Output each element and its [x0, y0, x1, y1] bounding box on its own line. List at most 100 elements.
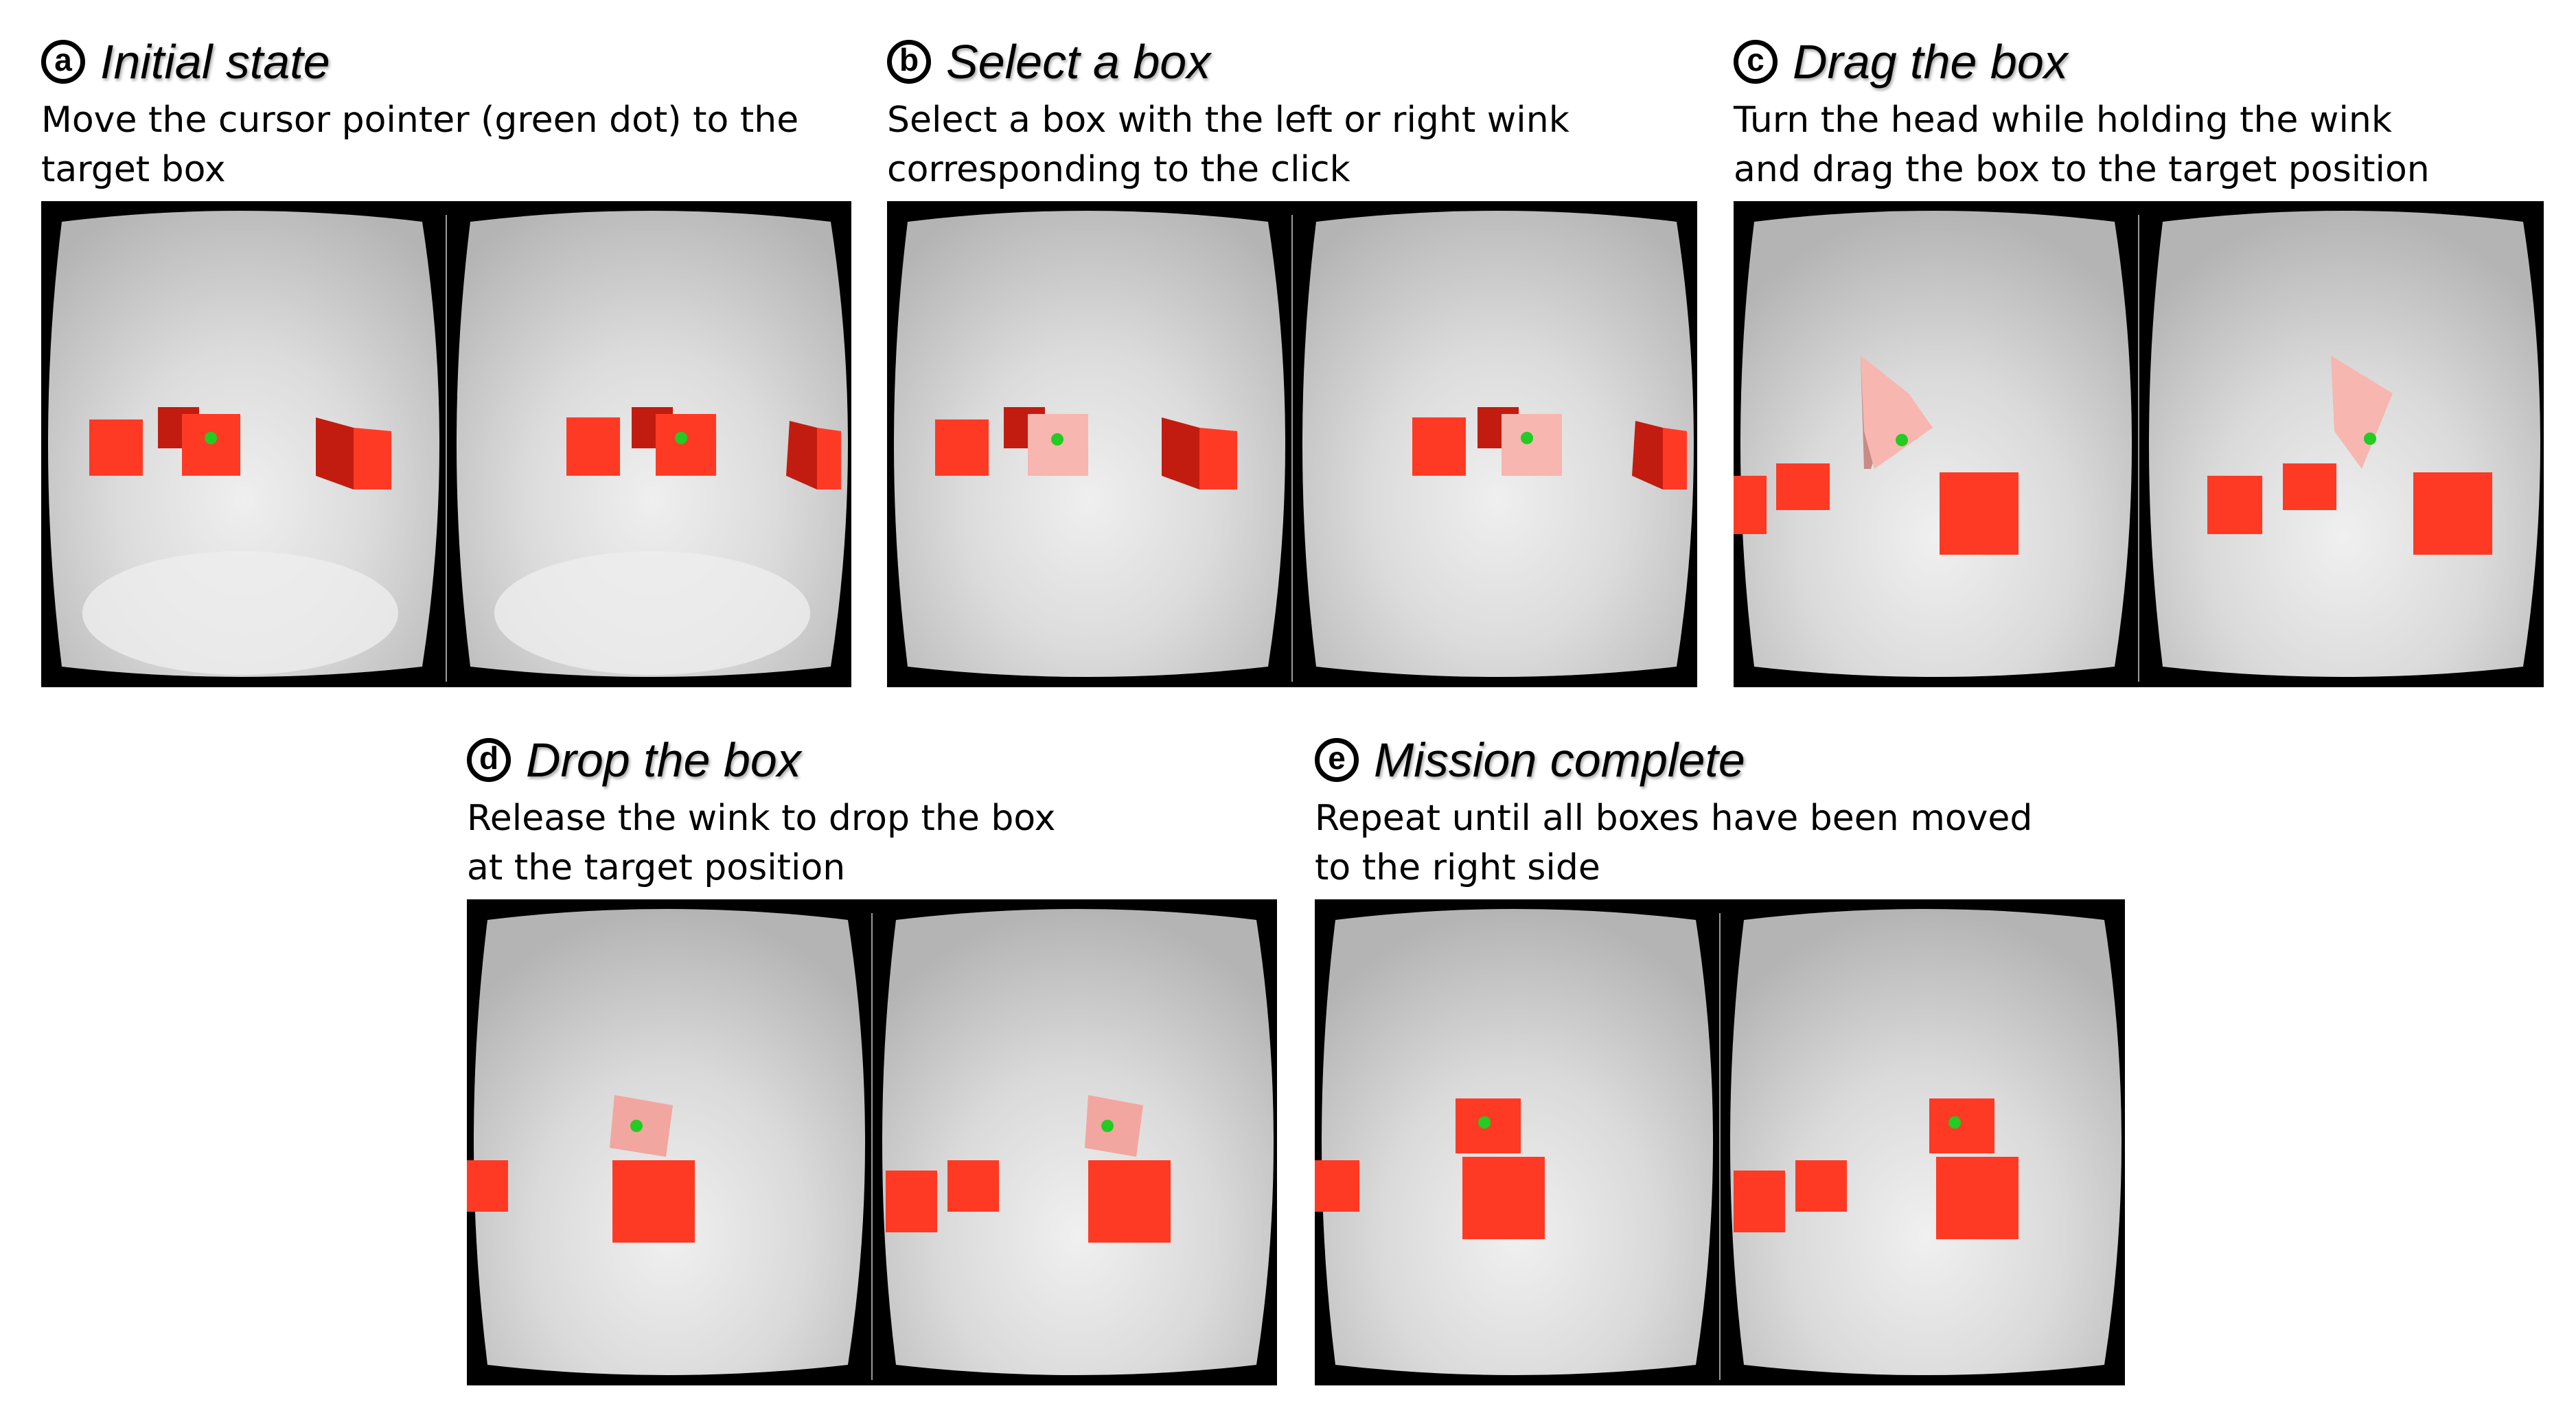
- red-box: [886, 1171, 937, 1232]
- panel-c-header: c Drag the box: [1734, 31, 2544, 93]
- left-boxes: [89, 407, 391, 489]
- red-box: [182, 414, 240, 476]
- cursor-dot: [1051, 433, 1063, 446]
- red-box: [1088, 1160, 1171, 1243]
- panel-c-stereo-scene: [1734, 211, 2540, 682]
- panel-d-description: Release the wink to drop the box at the …: [467, 794, 1277, 892]
- cursor-dot: [630, 1120, 643, 1132]
- panel-a-badge: a: [41, 40, 85, 84]
- panel-d: d Drop the box Release the wink to drop …: [467, 729, 1277, 1385]
- panel-e-title: Mission complete: [1374, 733, 1745, 787]
- panel-c-title: Drag the box: [1793, 35, 2068, 89]
- red-box: [2413, 472, 2492, 555]
- panel-d-stereo-scene: [467, 909, 1274, 1380]
- panel-a-title: Initial state: [100, 35, 330, 89]
- panel-e-description-line-2: to the right side: [1315, 847, 1600, 888]
- selected-box: [1502, 414, 1562, 476]
- red-box: [1462, 1157, 1545, 1239]
- panel-b-vr-view: [887, 201, 1697, 687]
- left-boxes: [935, 407, 1237, 489]
- right-lens: [882, 909, 1274, 1375]
- panel-a-description-line-2: target box: [41, 149, 226, 190]
- right-boxes: [1412, 407, 1687, 489]
- panel-b-header: b Select a box: [887, 31, 1697, 93]
- right-boxes: [886, 1095, 1171, 1243]
- selected-box: [1861, 356, 1933, 469]
- cursor-dot: [1478, 1116, 1491, 1129]
- panel-d-badge: d: [467, 738, 511, 782]
- red-box: [1199, 428, 1237, 489]
- panel-d-vr-view: [467, 899, 1277, 1385]
- left-boxes: [1315, 1098, 1545, 1239]
- red-box: [1795, 1160, 1847, 1212]
- panel-a-description: Move the cursor pointer (green dot) to t…: [41, 95, 851, 194]
- left-boxes: [1734, 356, 2019, 555]
- red-box: [656, 414, 716, 476]
- red-box: [786, 421, 817, 489]
- panel-a-vr-view: [41, 201, 851, 687]
- panel-d-description-line-2: at the target position: [467, 847, 846, 888]
- panel-b-badge: b: [887, 40, 931, 84]
- red-box: [1940, 472, 2019, 555]
- panel-b-description: Select a box with the left or right wink…: [887, 95, 1697, 194]
- red-box: [1734, 1171, 1785, 1232]
- left-lens: [474, 909, 865, 1375]
- panel-c-badge: c: [1734, 40, 1778, 84]
- right-boxes: [1734, 1098, 2019, 1239]
- red-box: [89, 419, 143, 476]
- left-lens: [48, 211, 439, 677]
- panel-b-stereo-scene: [894, 211, 1694, 682]
- panel-e: e Mission complete Repeat until all boxe…: [1315, 729, 2125, 1385]
- red-box: [935, 419, 989, 476]
- panel-e-stereo-scene: [1315, 909, 2121, 1380]
- cursor-dot: [1521, 432, 1533, 444]
- red-box: [1776, 463, 1830, 510]
- cursor-dot: [675, 432, 687, 444]
- panel-a-header: a Initial state: [41, 31, 851, 93]
- panel-e-description: Repeat until all boxes have been moved t…: [1315, 794, 2125, 892]
- panel-d-title: Drop the box: [526, 733, 801, 787]
- panel-d-header: d Drop the box: [467, 729, 1277, 791]
- right-lens: [1730, 909, 2121, 1375]
- panel-c: c Drag the box Turn the head while holdi…: [1734, 31, 2544, 687]
- red-box: [1663, 428, 1687, 489]
- panel-c-description: Turn the head while holding the wink and…: [1734, 95, 2544, 194]
- panel-e-description-line-1: Repeat until all boxes have been moved: [1315, 798, 2033, 839]
- panel-d-description-line-1: Release the wink to drop the box: [467, 798, 1056, 839]
- panel-c-description-line-1: Turn the head while holding the wink: [1734, 100, 2392, 141]
- selected-box: [2331, 356, 2393, 469]
- red-box: [1162, 417, 1199, 489]
- cursor-dot: [1101, 1120, 1114, 1132]
- panel-b: b Select a box Select a box with the lef…: [887, 31, 1697, 687]
- red-box: [316, 417, 354, 489]
- panel-e-vr-view: [1315, 899, 2125, 1385]
- red-box: [1632, 421, 1663, 489]
- red-box: [1412, 417, 1466, 476]
- red-box: [947, 1160, 999, 1212]
- red-box: [2207, 476, 2262, 534]
- left-lens: [1740, 211, 2132, 677]
- panel-c-description-line-2: and drag the box to the target position: [1734, 149, 2430, 190]
- red-box: [1929, 1098, 1994, 1153]
- panel-e-header: e Mission complete: [1315, 729, 2125, 791]
- red-box: [467, 1160, 508, 1212]
- red-box: [612, 1160, 695, 1243]
- panel-b-title: Select a box: [946, 35, 1211, 89]
- panel-e-badge: e: [1315, 738, 1359, 782]
- panel-a-stereo-scene: [48, 211, 848, 682]
- red-box: [817, 428, 841, 489]
- right-boxes: [2207, 356, 2492, 555]
- panel-a-description-line-1: Move the cursor pointer (green dot) to t…: [41, 100, 799, 141]
- right-boxes: [566, 407, 841, 489]
- panel-c-vr-view: [1734, 201, 2544, 687]
- red-box: [1315, 1160, 1359, 1212]
- panel-b-description-line-2: corresponding to the click: [887, 149, 1350, 190]
- panel-a: a Initial state Move the cursor pointer …: [41, 31, 851, 687]
- left-lens: [894, 211, 1285, 677]
- red-box: [354, 428, 391, 489]
- red-box: [1936, 1157, 2019, 1239]
- red-box: [2283, 463, 2336, 510]
- red-box: [566, 417, 620, 476]
- red-box: [1734, 476, 1767, 534]
- cursor-dot: [1948, 1116, 1961, 1129]
